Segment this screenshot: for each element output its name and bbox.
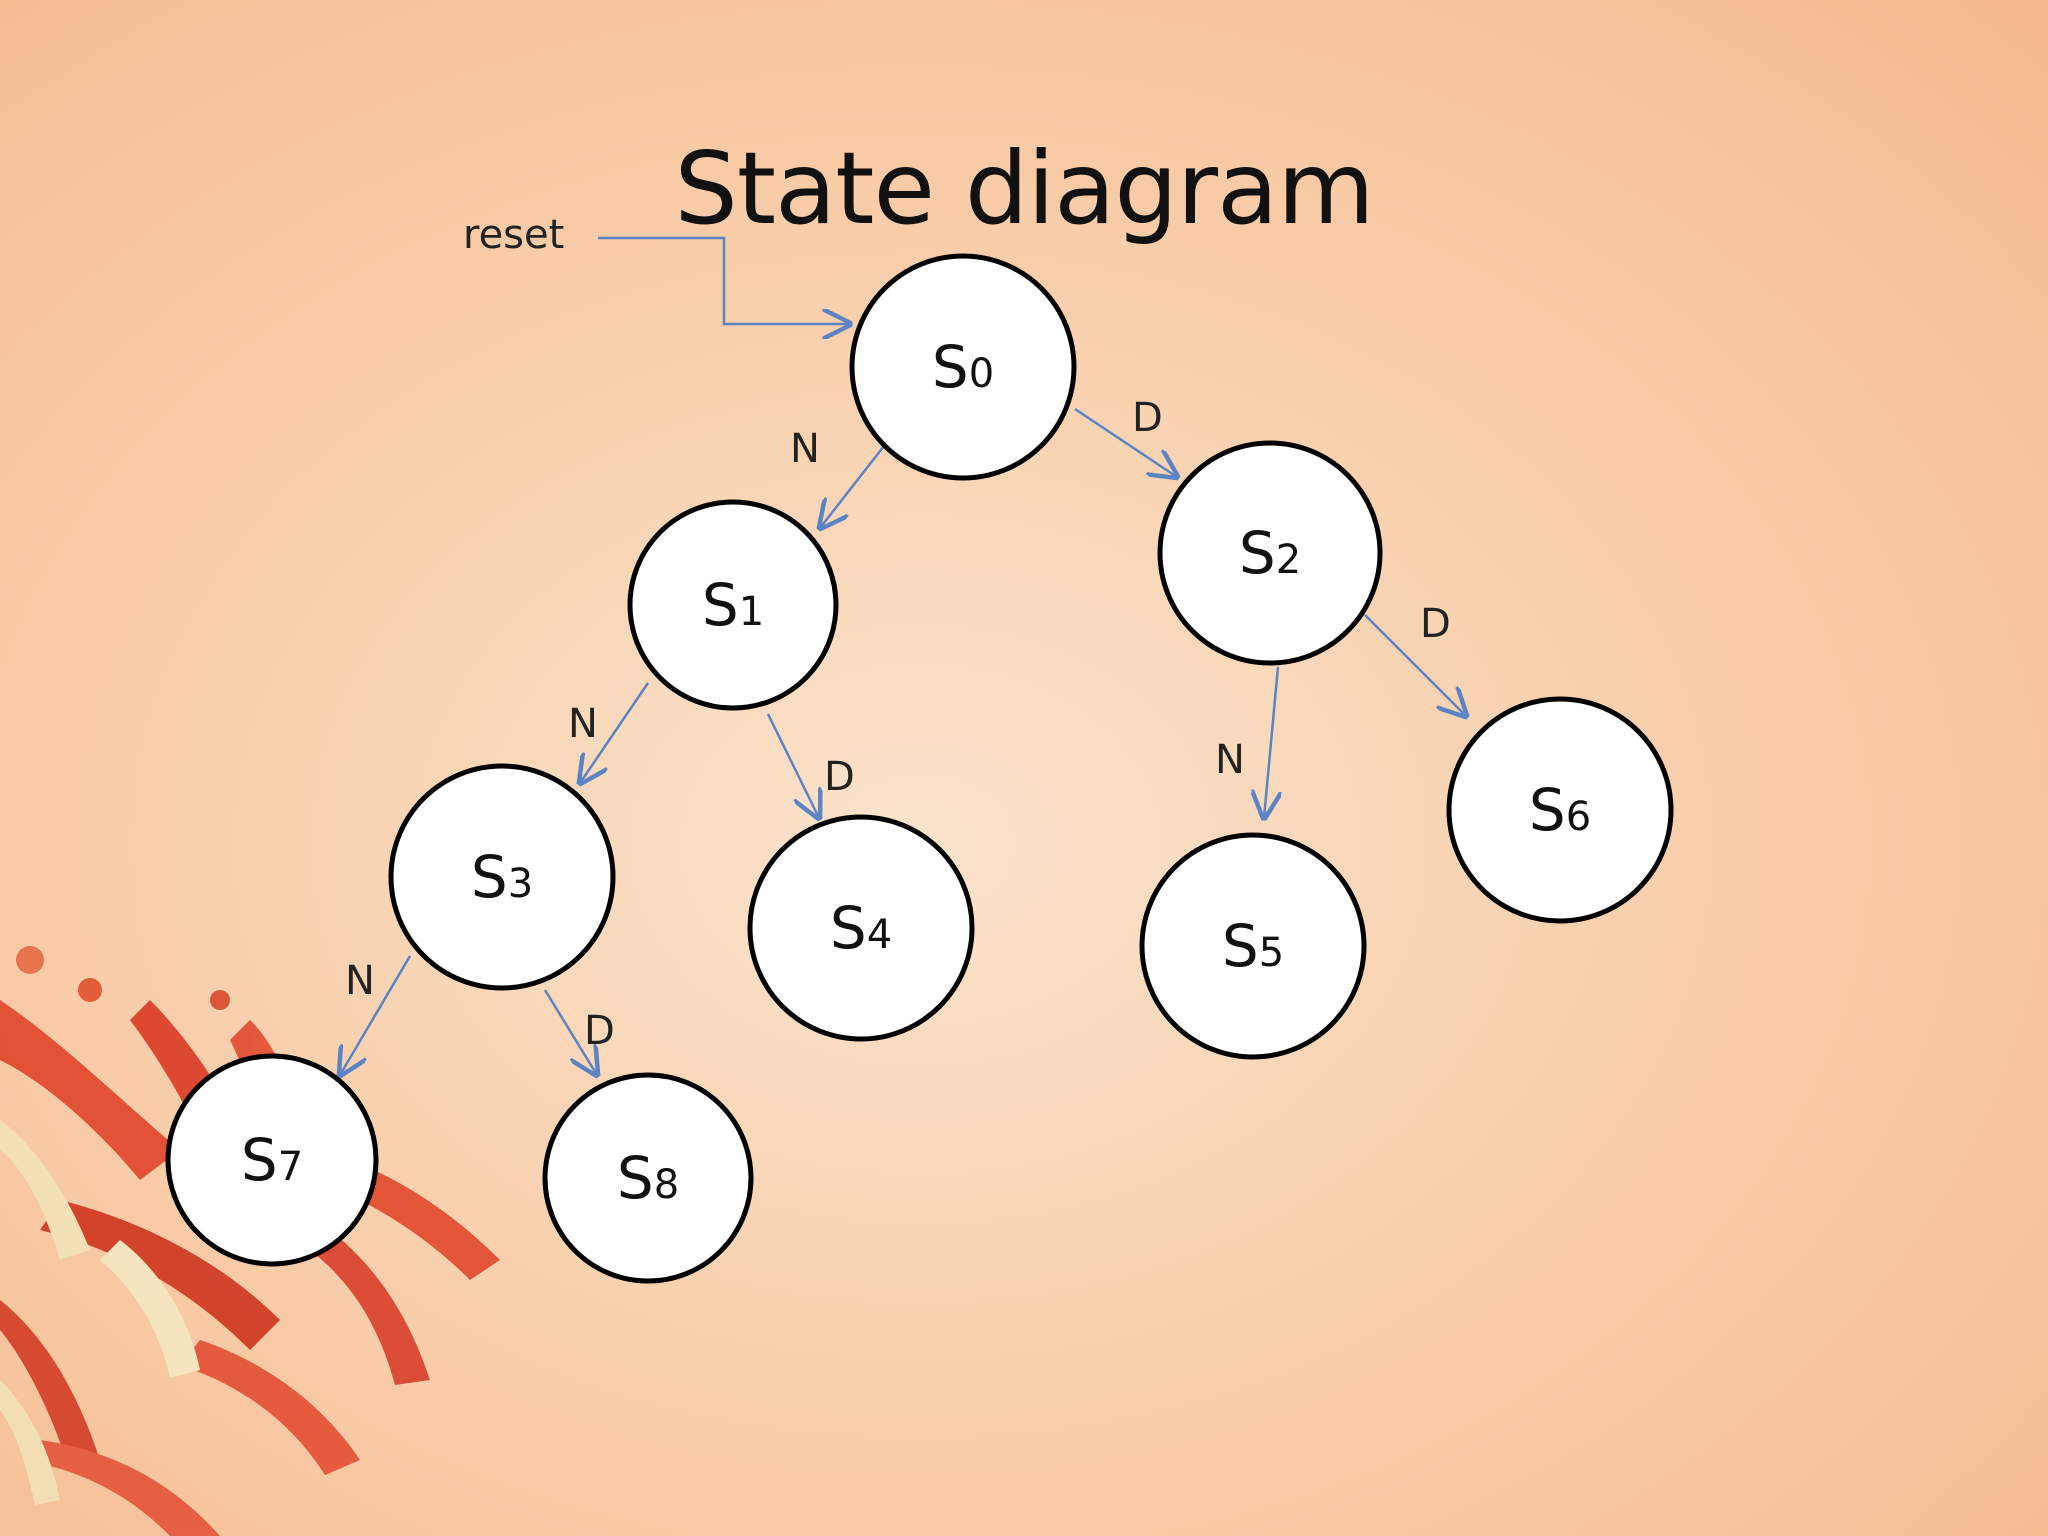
page-title: State diagram xyxy=(674,130,1374,247)
transition-label-s0-s2: D xyxy=(1132,395,1163,441)
state-index: 5 xyxy=(1259,930,1284,976)
state-node-s0: S0 xyxy=(849,253,1077,481)
transition-label-s3-s7: N xyxy=(345,958,375,1004)
state-node-s7: S7 xyxy=(165,1053,379,1267)
state-label-s7: S7 xyxy=(241,1126,303,1194)
state-circle-s4 xyxy=(747,814,975,1042)
reset-label: reset xyxy=(463,212,564,258)
state-label-s8: S8 xyxy=(617,1144,679,1212)
state-index: 2 xyxy=(1276,537,1301,583)
reset-arrow xyxy=(598,236,850,324)
transition-arrow-s0-s1 xyxy=(820,445,885,528)
state-letter: S xyxy=(830,894,867,962)
transition-label-s3-s8: D xyxy=(584,1008,615,1054)
state-index: 8 xyxy=(654,1162,679,1208)
state-circle-s7 xyxy=(165,1053,379,1267)
transition-label-s1-s4: D xyxy=(824,754,855,800)
state-circle-s0 xyxy=(849,253,1077,481)
state-letter: S xyxy=(702,571,739,639)
transition-arrow-s1-s3 xyxy=(580,682,650,783)
state-node-s4: S4 xyxy=(747,814,975,1042)
state-label-s3: S3 xyxy=(471,843,533,911)
transition-label-s2-s6: D xyxy=(1420,601,1451,647)
state-letter: S xyxy=(241,1126,278,1194)
state-index: 7 xyxy=(278,1144,303,1190)
state-node-s3: S3 xyxy=(388,763,616,991)
state-letter: S xyxy=(1239,519,1276,587)
state-node-s6: S6 xyxy=(1446,696,1674,924)
state-label-s4: S4 xyxy=(830,894,892,962)
state-circle-s1 xyxy=(627,499,839,711)
transition-arrow-s3-s8 xyxy=(543,989,597,1075)
state-node-s1: S1 xyxy=(627,499,839,711)
state-label-s5: S5 xyxy=(1222,912,1284,980)
state-letter: S xyxy=(617,1144,654,1212)
state-circle-s2 xyxy=(1157,440,1383,666)
state-node-s5: S5 xyxy=(1139,832,1367,1060)
transition-label-s2-s5: N xyxy=(1215,737,1245,783)
state-circle-s6 xyxy=(1446,696,1674,924)
state-letter: S xyxy=(1222,912,1259,980)
edges-layer: N D N D N D N D xyxy=(340,395,1466,1075)
state-letter: S xyxy=(932,333,969,401)
state-node-s2: S2 xyxy=(1157,440,1383,666)
state-label-s6: S6 xyxy=(1529,776,1591,844)
state-index: 1 xyxy=(739,589,764,635)
transition-label-s1-s3: N xyxy=(568,701,598,747)
state-index: 4 xyxy=(867,912,892,958)
transition-arrow-s2-s5 xyxy=(1264,666,1278,818)
state-circle-s3 xyxy=(388,763,616,991)
state-index: 3 xyxy=(508,861,533,907)
transition-arrow-s2-s6 xyxy=(1364,614,1466,716)
state-label-s1: S1 xyxy=(702,571,764,639)
transition-arrow-s3-s7 xyxy=(340,955,412,1075)
state-index: 0 xyxy=(969,351,994,397)
state-index: 6 xyxy=(1566,794,1591,840)
state-label-s2: S2 xyxy=(1239,519,1301,587)
transition-arrow-s0-s2 xyxy=(1074,407,1177,477)
state-node-s8: S8 xyxy=(542,1072,754,1284)
state-circle-s5 xyxy=(1139,832,1367,1060)
transition-arrow-s1-s4 xyxy=(766,713,819,818)
state-circle-s8 xyxy=(542,1072,754,1284)
state-label-s0: S0 xyxy=(932,333,994,401)
state-letter: S xyxy=(471,843,508,911)
state-letter: S xyxy=(1529,776,1566,844)
transition-label-s0-s1: N xyxy=(790,426,820,472)
